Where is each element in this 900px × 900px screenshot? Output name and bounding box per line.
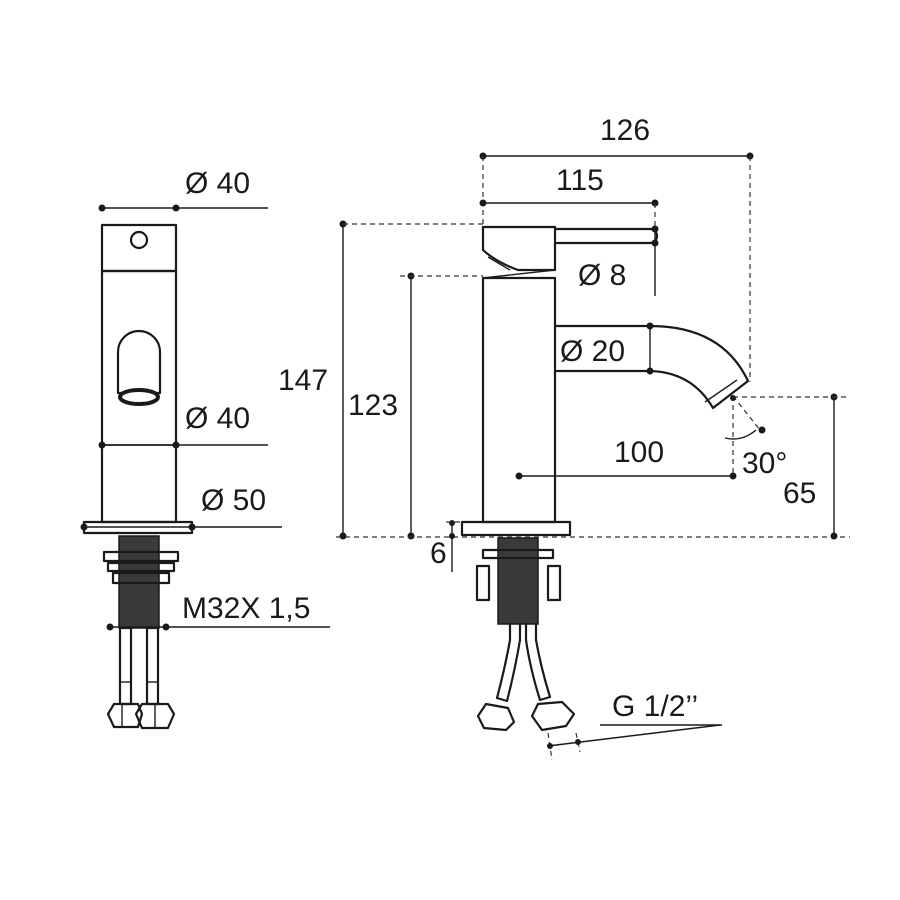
front-thread-label: M32X 1,5	[182, 592, 310, 625]
side-spout-height-label: 123	[348, 389, 398, 422]
side-hose-connection-label: G 1/2’’	[612, 690, 698, 723]
front-aerator	[118, 388, 160, 406]
front-view: Ø 40 Ø 40 Ø 50 M32X 1,5	[80, 167, 330, 730]
side-handle-head	[481, 225, 557, 272]
front-body-diameter-label: Ø 40	[185, 402, 250, 435]
side-body	[481, 276, 557, 524]
side-handle-diameter-label: Ø 8	[578, 259, 626, 292]
side-threaded-shank	[497, 537, 539, 625]
side-base-thickness-label: 6	[430, 537, 447, 570]
front-hose-left	[118, 626, 133, 706]
side-handle-lever	[553, 227, 659, 245]
side-overall-length-label: 126	[600, 114, 650, 147]
front-fixing-bracket	[111, 571, 171, 585]
front-washer	[102, 550, 180, 563]
front-hose-nut-right	[134, 702, 176, 730]
front-outlet-slot	[116, 329, 162, 395]
side-view: 126 115 Ø 8 Ø 20 147 123 100	[278, 114, 850, 761]
side-washer	[481, 548, 555, 560]
side-base-plate	[460, 520, 572, 537]
side-bracket-right	[546, 564, 562, 602]
side-hose-left	[495, 622, 522, 703]
side-spout-diameter-label: Ø 20	[560, 335, 625, 368]
side-handle-length-label: 115	[556, 164, 604, 197]
side-bracket-left	[475, 564, 491, 602]
side-total-height-label: 147	[278, 364, 328, 397]
side-outlet-reach-label: 100	[614, 436, 664, 469]
side-hose-nut-left	[476, 702, 516, 732]
side-outlet-angle-label: 30°	[742, 447, 787, 480]
side-angle-arc	[724, 429, 757, 440]
front-nut	[106, 561, 176, 573]
front-base-diameter-label: Ø 50	[201, 484, 266, 517]
side-hose-nut-right	[530, 700, 576, 732]
side-hose-right	[524, 622, 552, 702]
front-hose-nut-left	[106, 702, 144, 729]
front-lever-hole	[129, 230, 149, 250]
front-lever-diameter-label: Ø 40	[185, 167, 250, 200]
side-spout	[553, 324, 750, 410]
side-outlet-height-label: 65	[783, 477, 816, 510]
front-hose-right	[145, 626, 160, 706]
